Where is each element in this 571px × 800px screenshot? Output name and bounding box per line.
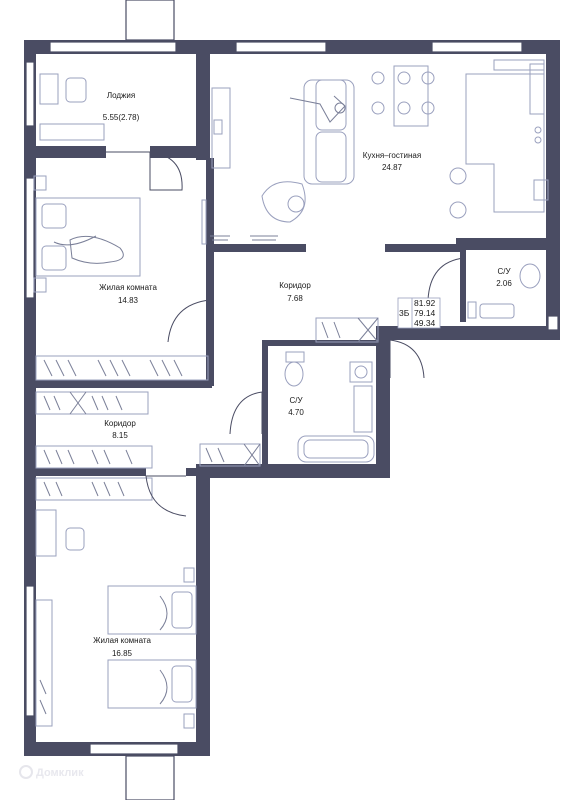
room-area-loggia: 5.55(2.78) [103, 113, 140, 122]
room-labels: Лоджия 5.55(2.78) Кухня–гостиная 24.87 Ж… [93, 91, 512, 658]
room-name-loggia: Лоджия [107, 91, 135, 100]
room-name-bath1: С/У [497, 267, 511, 276]
room-name-bath2: С/У [289, 396, 303, 405]
rooms-count: 3Б [399, 308, 410, 318]
door-bedroom2 [145, 475, 187, 517]
living-area: 49.34 [414, 318, 436, 328]
door-loggia [106, 151, 183, 191]
total-area: 81.92 [414, 298, 436, 308]
door-bath1 [427, 257, 465, 301]
windows [25, 0, 559, 800]
room-area-bath1: 2.06 [496, 279, 512, 288]
area-2: 79.14 [414, 308, 436, 318]
room-area-bath2: 4.70 [288, 408, 304, 417]
room-name-corridor2: Коридор [104, 419, 136, 428]
window-bedroom2-bottom [89, 743, 179, 755]
window-kitchen-right [431, 41, 523, 53]
balcony-bottom [125, 755, 175, 800]
watermark: Домклик [19, 765, 84, 779]
room-area-corridor2: 8.15 [112, 431, 128, 440]
window-loggia-left [25, 61, 35, 127]
room-name-living1: Жилая комната [99, 283, 157, 292]
window-loggia-top [49, 41, 177, 53]
door-bedroom1 [167, 299, 211, 343]
room-area-corridor1: 7.68 [287, 294, 303, 303]
room-name-living2: Жилая комната [93, 636, 151, 645]
door-bath2 [229, 391, 263, 435]
balcony-top [125, 0, 175, 41]
room-name-kitchen: Кухня–гостиная [363, 151, 421, 160]
window-bedroom2-left [25, 585, 35, 717]
furniture [33, 59, 549, 729]
room-name-corridor1: Коридор [279, 281, 311, 290]
watermark-logo-icon [19, 765, 33, 779]
window-right [547, 315, 559, 331]
window-bedroom1-left [25, 177, 35, 299]
watermark-text: Домклик [36, 767, 84, 779]
window-kitchen-left [235, 41, 327, 53]
room-area-living1: 14.83 [118, 296, 139, 305]
room-area-kitchen: 24.87 [382, 163, 403, 172]
area-summary: 3Б 81.92 79.14 49.34 [397, 297, 441, 329]
room-area-living2: 16.85 [112, 649, 133, 658]
door-entrance [389, 339, 425, 379]
doors [106, 151, 465, 517]
